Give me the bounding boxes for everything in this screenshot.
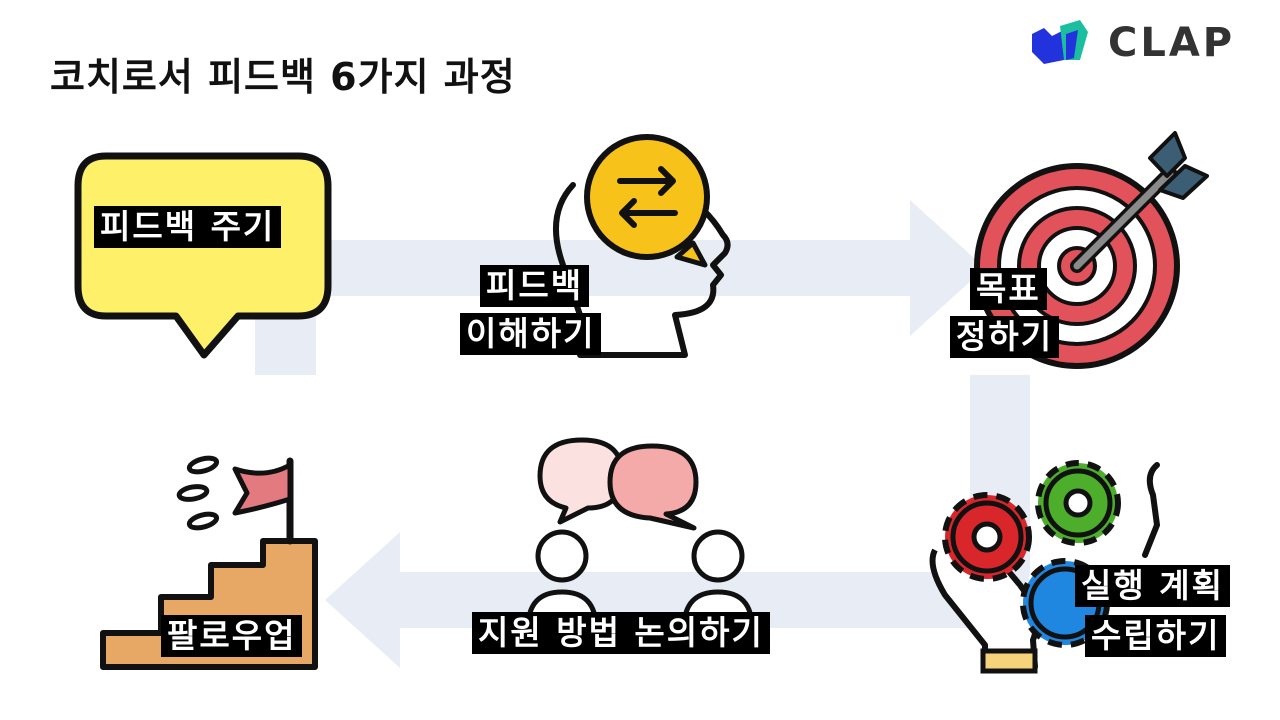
step-label-set-goals-line2: 정하기: [950, 316, 1060, 358]
page-title: 코치로서 피드백 6가지 과정: [50, 55, 516, 99]
step-label-give-feedback: 피드백 주기: [94, 206, 282, 248]
bottom-cycle-arrow: [325, 375, 1030, 668]
step-discuss-support: 지원 방법 논의하기: [470, 432, 810, 672]
logo-text: CLAP: [1108, 20, 1236, 66]
step-label-action-plan-line2: 수립하기: [1085, 615, 1227, 657]
speech-bubble-icon: [74, 152, 332, 359]
step-label-action-plan-line1: 실행 계획: [1075, 565, 1230, 607]
step-label-understand-feedback-line2: 이해하기: [460, 313, 602, 355]
step-label-follow-up: 팔로우업: [161, 615, 303, 657]
step-understand-feedback: 피드백 이해하기: [455, 134, 755, 365]
clap-logo-icon: [1032, 20, 1088, 64]
step-label-understand-feedback-line1: 피드백: [480, 265, 590, 307]
step-follow-up: 팔로우업: [95, 455, 335, 680]
step-give-feedback: 피드백 주기: [74, 150, 336, 370]
clap-logo: CLAP: [1030, 18, 1235, 68]
step-label-set-goals-line1: 목표: [970, 268, 1047, 310]
top-cycle-arrow: [255, 200, 985, 375]
step-label-discuss-support: 지원 방법 논의하기: [472, 612, 770, 654]
head-exchange-icon: [552, 134, 731, 358]
step-action-plan: 실행 계획 수립하기: [925, 455, 1255, 680]
step-set-goals: 목표 정하기: [945, 128, 1215, 369]
